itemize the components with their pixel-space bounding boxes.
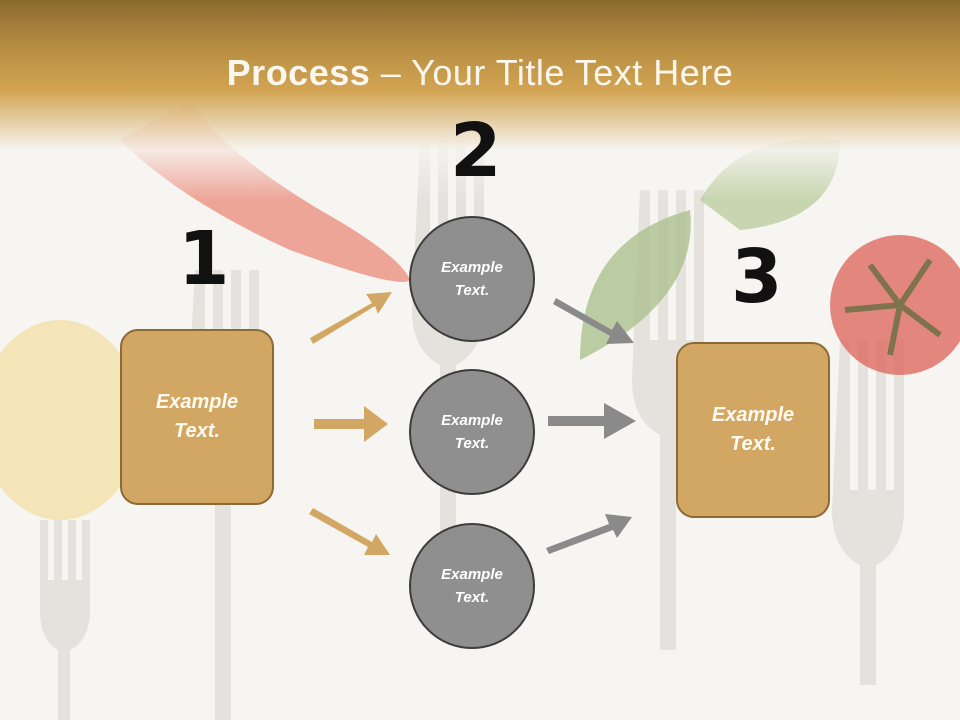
title-banner [0, 0, 960, 200]
step-number-2: 2 [450, 108, 502, 194]
title-rest: – Your Title Text Here [370, 52, 734, 93]
right-box-line2: Text. [730, 433, 776, 455]
arrow-gold-down [309, 508, 390, 555]
left-box-line1: Example [155, 391, 239, 413]
arrow-gold-middle [314, 406, 388, 442]
step-number-1: 1 [178, 216, 230, 302]
right-box-line1: Example [711, 404, 795, 426]
arrow-gray-middle [548, 403, 636, 439]
arrow-gray-up [546, 514, 632, 554]
arrow-gold-up [310, 292, 392, 344]
circle-top-line1: Example [441, 259, 503, 276]
circle-bottom-line1: Example [441, 566, 503, 583]
circle-top-line2: Text. [454, 282, 490, 299]
slide-title: Process – Your Title Text Here [0, 52, 960, 94]
circle-bottom-line2: Text. [454, 589, 490, 606]
circle-middle-line1: Example [441, 412, 503, 429]
title-bold: Process [226, 52, 371, 93]
left-box-line2: Text. [174, 420, 220, 442]
arrow-gray-down [553, 298, 634, 344]
step-number-3: 3 [731, 234, 783, 320]
circle-middle-line2: Text. [454, 435, 490, 452]
